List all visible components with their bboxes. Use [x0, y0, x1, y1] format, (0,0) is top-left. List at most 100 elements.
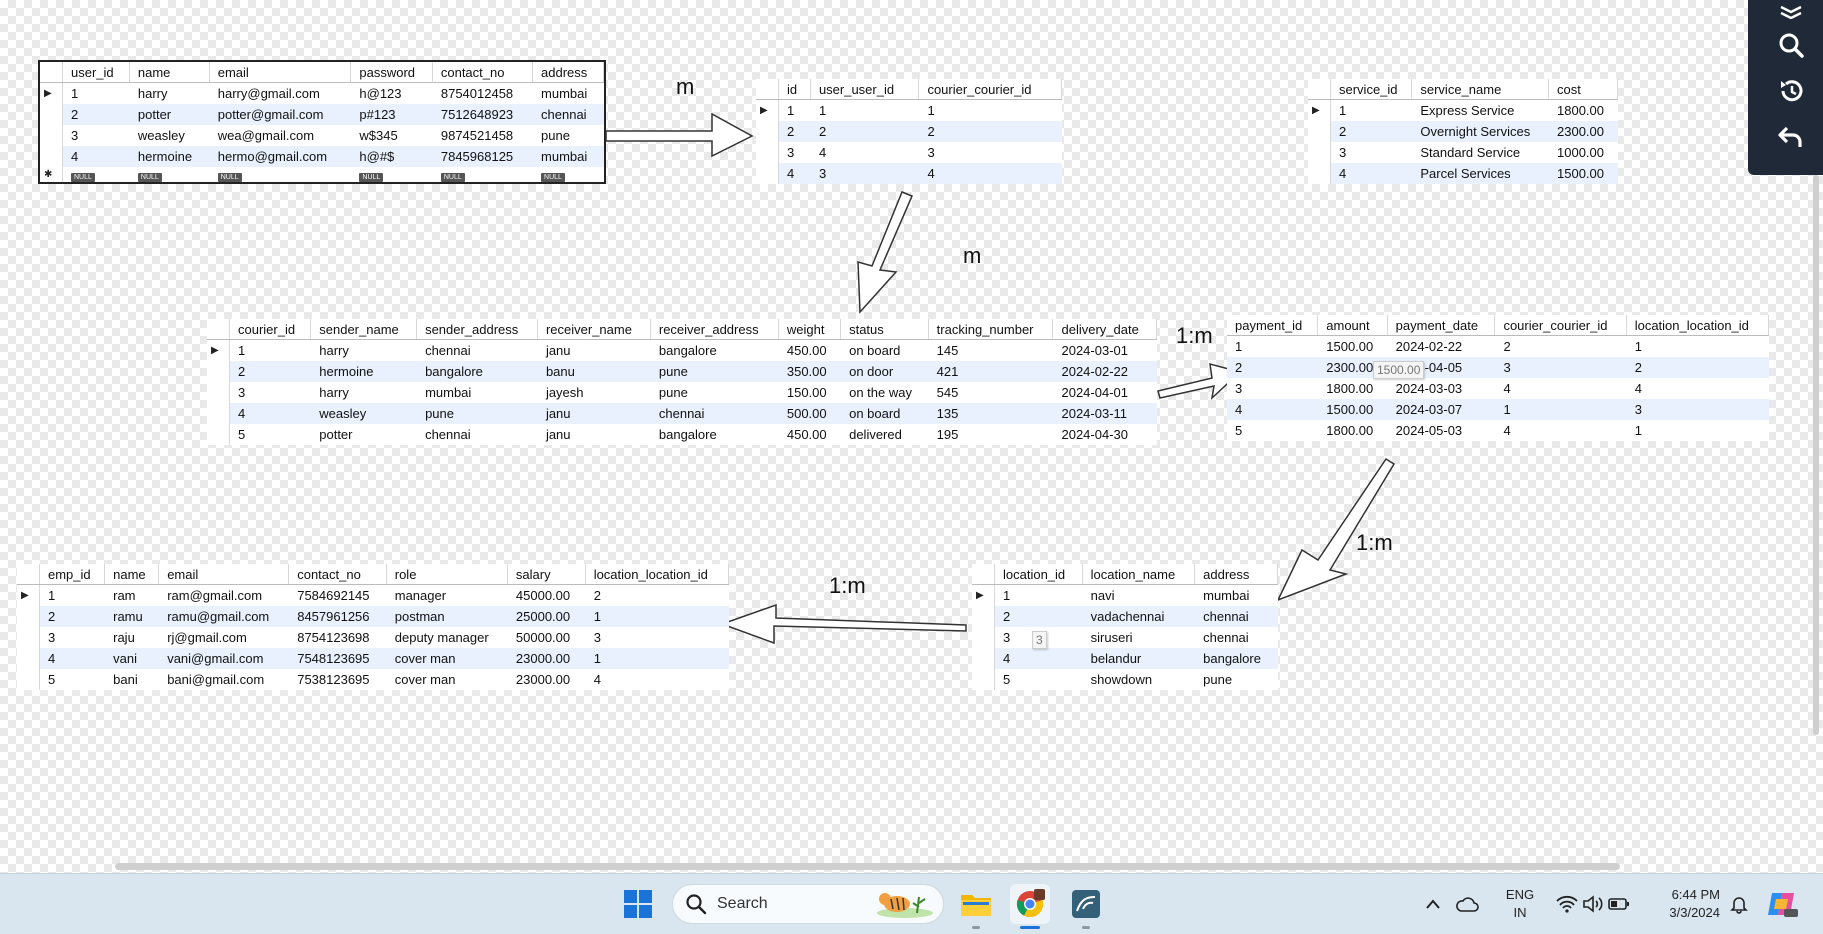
start-button[interactable]: [618, 884, 658, 924]
table-cell[interactable]: rj@gmail.com: [167, 630, 247, 645]
table-cell[interactable]: 2024-03-07: [1387, 399, 1495, 420]
column-header[interactable]: contact_no: [432, 62, 534, 83]
table-cell[interactable]: chennai: [425, 427, 471, 442]
table-cell[interactable]: 7538123695: [297, 672, 370, 687]
table-row[interactable]: 4 1500.00 2024-03-07 1 3: [1227, 399, 1769, 420]
table-cell[interactable]: 7548123695: [288, 648, 387, 669]
table-row[interactable]: 4 Parcel Services 1500.00: [1308, 163, 1618, 184]
table-cell[interactable]: weasley: [137, 128, 185, 143]
table-row[interactable]: ▶ 1 1 1: [756, 99, 1062, 121]
table-cell[interactable]: ram: [113, 588, 136, 603]
table-cell[interactable]: 2300.00: [1317, 357, 1388, 378]
table-cell[interactable]: pune: [1203, 672, 1233, 687]
chrome-button[interactable]: [1010, 884, 1050, 924]
column-header[interactable]: courier_courier_id: [1494, 315, 1627, 336]
table-cell[interactable]: bangalore: [658, 343, 717, 358]
table-cell[interactable]: mumbai: [425, 385, 472, 400]
table-cell[interactable]: 1: [48, 588, 56, 603]
table-cell[interactable]: 1: [585, 648, 729, 669]
table-cell[interactable]: 45000.00: [515, 588, 571, 603]
table-cell[interactable]: 1: [585, 606, 729, 627]
table-cell[interactable]: h@123: [359, 86, 402, 101]
table-cell[interactable]: 135: [928, 403, 1053, 424]
table-row[interactable]: 3 4 3: [756, 142, 1062, 163]
table-cell[interactable]: 4: [1227, 399, 1318, 420]
layers-button[interactable]: [1748, 0, 1823, 22]
column-header[interactable]: address: [532, 62, 604, 83]
table-cell[interactable]: banu: [537, 361, 651, 382]
table-cell[interactable]: pune: [658, 385, 688, 400]
table-cell[interactable]: 1000.00: [1557, 145, 1605, 160]
table-row[interactable]: 2 Overnight Services 2300.00: [1308, 121, 1618, 142]
table-cell[interactable]: hermoine: [310, 361, 417, 382]
table-row[interactable]: 2 hermoine bangalore banu pune 350.00 on…: [207, 361, 1157, 382]
table-cell[interactable]: siruseri: [1090, 630, 1133, 645]
table-cell[interactable]: harry: [319, 343, 349, 358]
table-cell[interactable]: chennai: [425, 343, 471, 358]
table-cell[interactable]: 1: [1634, 339, 1642, 354]
table-cell[interactable]: 1: [818, 103, 827, 118]
table-row[interactable]: 3 1800.00 2024-03-03 4 4: [1227, 378, 1769, 399]
table-cell[interactable]: 2024-05-03: [1395, 423, 1463, 438]
table-cell[interactable]: on board: [849, 343, 901, 358]
table-cell[interactable]: 3: [927, 145, 935, 160]
table-cell[interactable]: 3: [787, 145, 795, 160]
table-cell[interactable]: 2: [994, 606, 1083, 627]
table-cell[interactable]: bangalore: [658, 427, 717, 442]
table-row[interactable]: 4 hermoine hermo@gmail.com h@#$ 78459681…: [40, 146, 604, 167]
table-cell[interactable]: bani@gmail.com: [167, 672, 265, 687]
table-cell[interactable]: 4: [1503, 423, 1511, 438]
table-cell[interactable]: 1800.00: [1557, 103, 1605, 118]
column-header[interactable]: courier_id: [229, 319, 312, 340]
table-cell[interactable]: 3: [810, 163, 919, 184]
table-cell[interactable]: 421: [928, 361, 1053, 382]
table-cell[interactable]: raju: [113, 630, 135, 645]
table-cell[interactable]: 1800.00: [1326, 423, 1374, 438]
table-cell[interactable]: manager: [394, 588, 447, 603]
table-cell[interactable]: bani: [113, 672, 138, 687]
table-cell[interactable]: 2: [918, 121, 1062, 142]
table-cell[interactable]: harry@gmail.com: [217, 86, 320, 101]
table-cell[interactable]: 1: [1634, 423, 1642, 438]
file-explorer-button[interactable]: [956, 884, 996, 924]
table-cell[interactable]: 1: [1494, 399, 1627, 420]
table-cell[interactable]: 7845968125: [432, 146, 533, 167]
table-cell[interactable]: 1800.00: [1326, 381, 1374, 396]
table-cell[interactable]: on board: [840, 403, 929, 424]
column-header[interactable]: salary: [507, 564, 586, 585]
table-cell[interactable]: ram@gmail.com: [167, 588, 263, 603]
show-hidden-icons-button[interactable]: [1422, 884, 1444, 924]
column-header[interactable]: address: [1194, 564, 1278, 585]
column-header[interactable]: payment_date: [1387, 315, 1496, 336]
table-cell[interactable]: 350.00: [778, 361, 841, 382]
table-cell[interactable]: 2024-03-11: [1052, 403, 1157, 424]
table-cell[interactable]: 2: [39, 606, 105, 627]
column-header[interactable]: name: [129, 62, 210, 83]
table-cell[interactable]: cover man: [394, 672, 456, 687]
table-cell[interactable]: vani@gmail.com: [158, 648, 289, 669]
table-cell[interactable]: 4: [778, 163, 811, 184]
table-cell[interactable]: janu: [545, 343, 571, 358]
table-cell[interactable]: Parcel Services: [1411, 163, 1549, 184]
table-cell[interactable]: 2: [1503, 339, 1511, 354]
table-cell[interactable]: 7512648923: [432, 104, 533, 125]
table-cell[interactable]: on door: [840, 361, 929, 382]
table-cell[interactable]: 3: [1003, 630, 1011, 645]
table-row[interactable]: ▶ 1 ram ram@gmail.com 7584692145 manager…: [17, 584, 729, 606]
network-button[interactable]: [1554, 884, 1580, 924]
table-cell[interactable]: harry: [319, 385, 349, 400]
table-cell[interactable]: janu: [545, 427, 571, 442]
table-cell[interactable]: 2: [62, 104, 130, 125]
column-header[interactable]: user_id: [62, 62, 130, 83]
table-cell[interactable]: 1: [787, 103, 795, 118]
table-row[interactable]: 3 harry mumbai jayesh pune 150.00 on the…: [207, 382, 1157, 403]
table-cell[interactable]: 4: [1330, 163, 1412, 184]
horizontal-scrollbar[interactable]: [115, 863, 1620, 870]
table-cell[interactable]: potter: [319, 427, 353, 442]
column-header[interactable]: status: [840, 319, 929, 340]
table-cell[interactable]: 545: [936, 385, 959, 400]
table-cell[interactable]: vani: [104, 648, 159, 669]
table-cell[interactable]: pune: [541, 128, 570, 143]
table-cell[interactable]: 5: [1003, 672, 1011, 687]
table-cell[interactable]: 2: [593, 588, 601, 603]
